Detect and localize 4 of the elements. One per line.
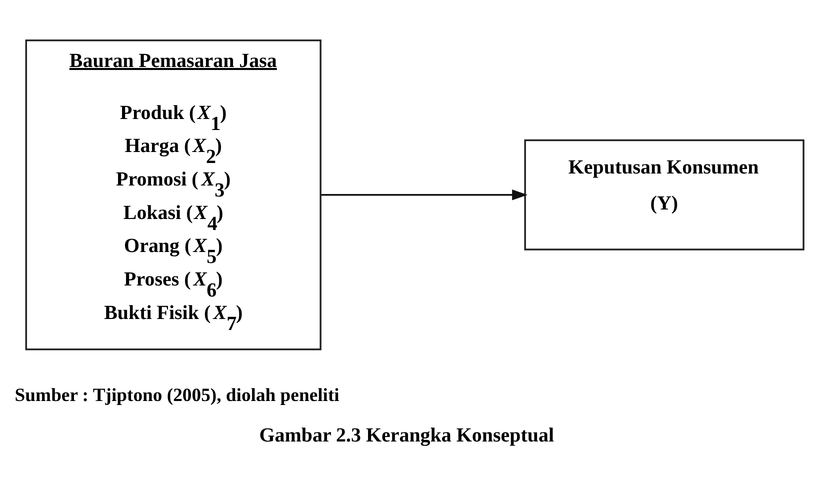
label: Sumber : Tjiptono (2005), diolah peneliti [14,384,340,406]
arrow [321,189,528,200]
node-box: Keputusan Konsumen (Y) [524,139,804,250]
caption: Gambar 2.3 Kerangka Konseptual [259,424,554,446]
